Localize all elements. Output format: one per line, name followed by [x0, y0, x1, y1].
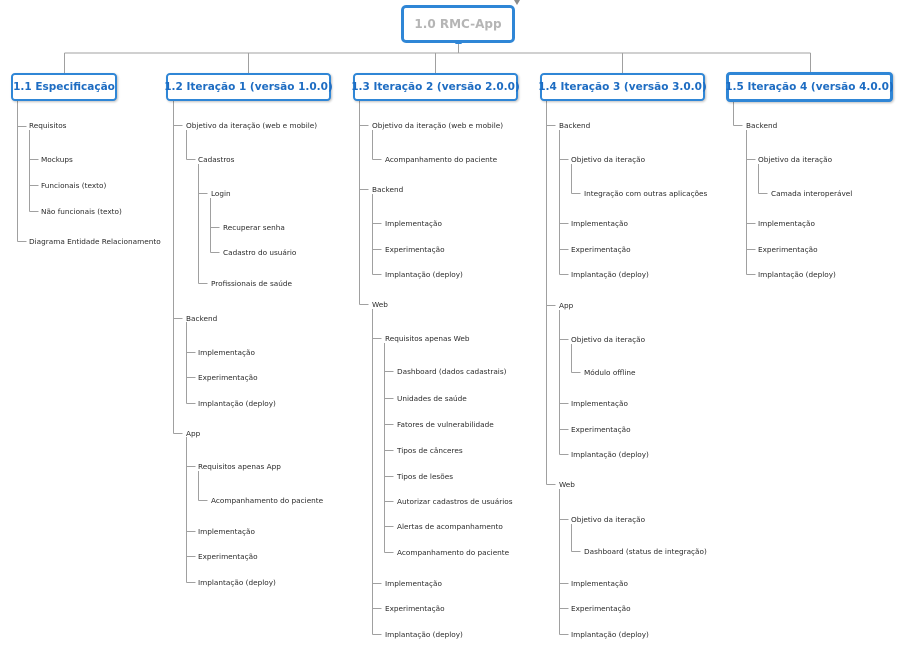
tree-node[interactable]: Implantação (deploy) [758, 270, 836, 279]
root-node[interactable]: 1.0 RMC-App [401, 5, 515, 43]
tree-node[interactable]: App [186, 429, 201, 438]
tree-node[interactable]: Implantação (deploy) [385, 630, 463, 639]
tree-node[interactable]: Web [372, 300, 388, 309]
tree-node[interactable]: Objetivo da iteração (web e mobile) [372, 121, 504, 130]
tree-node[interactable]: Dashboard (status de integração) [584, 547, 707, 556]
tree-node[interactable]: Requisitos apenas App [198, 462, 281, 471]
tree-node[interactable]: Web [559, 480, 575, 489]
tree-node[interactable]: Implantação (deploy) [198, 578, 276, 587]
tree-node[interactable]: Recuperar senha [223, 223, 285, 232]
tree-node[interactable]: Experimentação [198, 373, 258, 382]
branch-especificacao[interactable]: 1.1 Especificação [11, 73, 117, 101]
tree-node[interactable]: Implantação (deploy) [571, 630, 649, 639]
tree-node[interactable]: Experimentação [385, 604, 445, 613]
tree-node[interactable]: Tipos de cânceres [397, 446, 463, 455]
tree-node[interactable]: Experimentação [758, 245, 818, 254]
tree-node[interactable]: Implantação (deploy) [198, 399, 276, 408]
tree-node[interactable]: Backend [372, 185, 404, 194]
tree-node[interactable]: Implementação [198, 348, 255, 357]
tree-node[interactable]: Implementação [385, 219, 442, 228]
tree-node[interactable]: Diagrama Entidade Relacionamento [29, 237, 161, 246]
tree-node[interactable]: Requisitos [29, 121, 67, 130]
tree-node[interactable]: Implantação (deploy) [571, 270, 649, 279]
tree-node[interactable]: Mockups [41, 155, 73, 164]
tree-node[interactable]: Implantação (deploy) [571, 450, 649, 459]
tree-node[interactable]: Não funcionais (texto) [41, 207, 122, 216]
branch-iteracao-1[interactable]: 1.2 Iteração 1 (versão 1.0.0) [164, 73, 333, 101]
tree-node[interactable]: Dashboard (dados cadastrais) [397, 367, 507, 376]
tree-node[interactable]: Experimentação [385, 245, 445, 254]
tree-node[interactable]: Camada interoperável [771, 189, 853, 198]
tree-node[interactable]: Implementação [571, 219, 628, 228]
tree-node[interactable]: Cadastro do usuário [223, 248, 297, 257]
tree-node[interactable]: Acompanhamento do paciente [397, 548, 510, 557]
tree-node[interactable]: Fatores de vulnerabilidade [397, 420, 494, 429]
tree-node[interactable]: Implementação [571, 579, 628, 588]
tree-node[interactable]: Unidades de saúde [397, 394, 467, 403]
tree-node[interactable]: Objetivo da iteração [571, 335, 646, 344]
tree-node[interactable]: Requisitos apenas Web [385, 334, 470, 343]
tree-node[interactable]: Implementação [571, 399, 628, 408]
tree-node[interactable]: Implantação (deploy) [385, 270, 463, 279]
tree-node[interactable]: Acompanhamento do paciente [211, 496, 324, 505]
tree-node[interactable]: Experimentação [198, 552, 258, 561]
tree-node[interactable]: Objetivo da iteração [571, 515, 646, 524]
tree-node[interactable]: App [559, 301, 574, 310]
tree-node[interactable]: Integração com outras aplicações [584, 189, 708, 198]
tree-node[interactable]: Alertas de acompanhamento [397, 522, 503, 531]
tree-node[interactable]: Experimentação [571, 245, 631, 254]
tree-node[interactable]: Profissionais de saúde [211, 279, 292, 288]
tree-node[interactable]: Tipos de lesões [397, 472, 453, 481]
tree-node[interactable]: Experimentação [571, 425, 631, 434]
tree-node[interactable]: Experimentação [571, 604, 631, 613]
tree-node[interactable]: Funcionais (texto) [41, 181, 107, 190]
branch-iteracao-3[interactable]: 1.4 Iteração 3 (versão 3.0.0) [538, 73, 707, 101]
tree-node[interactable]: Implementação [198, 527, 255, 536]
tree-node[interactable]: Backend [746, 121, 778, 130]
tree-node[interactable]: Implementação [385, 579, 442, 588]
tree-node[interactable]: Login [211, 189, 231, 198]
collapse-arrow-icon[interactable] [514, 0, 520, 5]
branch-iteracao-2[interactable]: 1.3 Iteração 2 (versão 2.0.0) [351, 73, 520, 101]
tree-node[interactable]: Objetivo da iteração (web e mobile) [186, 121, 318, 130]
tree-node[interactable]: Cadastros [198, 155, 235, 164]
tree-node[interactable]: Backend [186, 314, 218, 323]
tree-node[interactable]: Módulo offline [584, 368, 636, 377]
tree-node[interactable]: Objetivo da iteração [571, 155, 646, 164]
tree-node[interactable]: Autorizar cadastros de usuários [397, 497, 513, 506]
tree-node[interactable]: Objetivo da iteração [758, 155, 833, 164]
tree-node[interactable]: Backend [559, 121, 591, 130]
tree-node[interactable]: Acompanhamento do paciente [385, 155, 498, 164]
tree-node[interactable]: Implementação [758, 219, 815, 228]
branch-iteracao-4[interactable]: 1.5 Iteração 4 (versão 4.0.0) [725, 72, 894, 102]
